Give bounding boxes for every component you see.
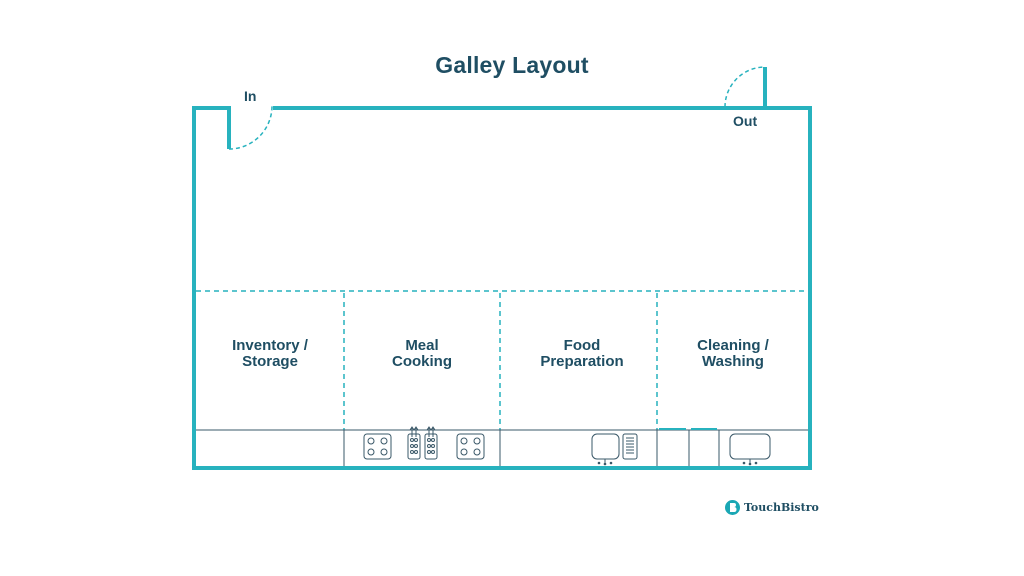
in-door-label: In <box>244 88 257 104</box>
prep-sink-faucet <box>597 461 613 466</box>
counter <box>196 429 808 466</box>
wash-sink-faucet <box>742 461 758 466</box>
fryer-icon <box>407 426 438 460</box>
zone-food-preparation: Food Preparation <box>540 337 624 370</box>
zone-meal-cooking: Meal Cooking <box>392 337 452 370</box>
stove-left-icon <box>363 433 392 460</box>
prep-sink-icon <box>591 433 638 463</box>
wash-sink-icon <box>729 433 771 463</box>
kitchen-walls <box>192 67 812 470</box>
touchbistro-icon <box>725 499 740 515</box>
diagram-title: Galley Layout <box>435 52 589 78</box>
zone-inventory-storage: Inventory / Storage <box>232 337 308 370</box>
brand-name: TouchBistro <box>744 500 819 514</box>
zone-cleaning-washing: Cleaning / Washing <box>697 337 769 370</box>
brand-logo: TouchBistro <box>725 497 819 517</box>
out-door-swing <box>724 66 766 108</box>
in-door-swing <box>228 105 273 150</box>
stove-right-icon <box>456 433 485 460</box>
out-door-label: Out <box>733 113 758 129</box>
zone-dividers <box>196 290 808 430</box>
